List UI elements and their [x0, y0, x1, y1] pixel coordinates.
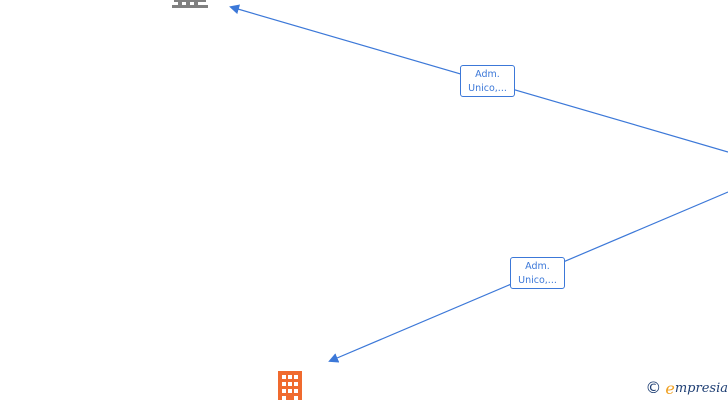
- edge-label-1-line2: Unico,...: [468, 83, 507, 94]
- company-building-icon[interactable]: [278, 371, 302, 400]
- brand-logo-initial: e: [665, 378, 675, 398]
- edge-label-2-line2: Unico,...: [518, 275, 557, 286]
- institution-icon[interactable]: [172, 0, 208, 8]
- edge-label-1-line1: Adm.: [475, 69, 500, 80]
- copyright-symbol: ©: [645, 378, 662, 397]
- brand-logo-text: mpresia: [674, 380, 728, 396]
- empresia-watermark: © e mpresia: [645, 378, 728, 398]
- edge-label-1[interactable]: Adm. Unico,...: [460, 65, 515, 97]
- edge-label-2-line1: Adm.: [525, 261, 550, 272]
- edge-label-2[interactable]: Adm. Unico,...: [510, 257, 565, 289]
